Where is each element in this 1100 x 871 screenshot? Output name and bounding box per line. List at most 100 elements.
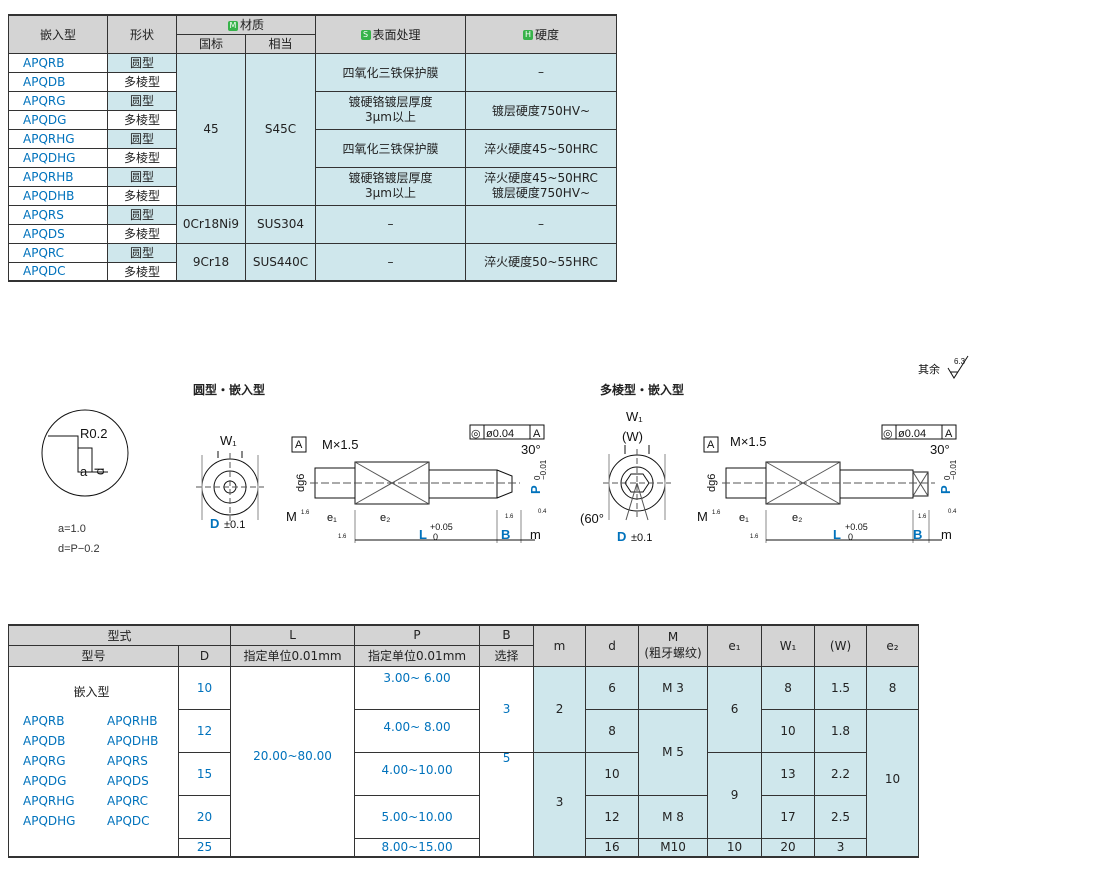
round-p-tol-bot: −0.01 (539, 459, 548, 480)
model-code: APQDHB (8, 185, 108, 206)
poly-dg6: dg6 (706, 474, 718, 492)
poly-m-label: M (697, 509, 708, 524)
d-upper-cell: 20 (177, 794, 232, 839)
header-p: P (354, 624, 481, 646)
model-code: APQDS (107, 773, 149, 788)
round-w1-label: W₁ (220, 433, 237, 448)
model-code: APQDHG (23, 813, 76, 828)
header-l-sub: 指定单位0.01mm (230, 644, 356, 667)
model-code: APQDHG (8, 147, 108, 168)
model-code: APQDC (8, 261, 108, 282)
poly-l-tol-bot: 0 (848, 532, 853, 542)
detail-a-label: a (80, 464, 88, 479)
surface-cell: 四氧化三铁保护膜 (315, 52, 467, 92)
w-cell: 2.2 (814, 751, 868, 796)
hardness-cell: – (465, 52, 618, 92)
m-thread-cell: M10 (638, 837, 709, 858)
model-code: APQRB (23, 713, 65, 728)
m-cell: 2 (533, 665, 587, 753)
poly-d-label: D (617, 529, 626, 544)
poly-ra-c: 0.4 (948, 509, 957, 515)
round-end-view (196, 451, 264, 521)
w-cell: 1.5 (814, 665, 868, 710)
shape-cell: 圆型 (107, 242, 177, 263)
header-d-upper: D (177, 644, 232, 667)
material-std-cell: 45 (176, 52, 246, 206)
round-l-tol-bot: 0 (433, 532, 438, 542)
w1-cell: 20 (761, 837, 816, 858)
round-ra-b: 1.6 (505, 514, 514, 520)
surface-cell: 四氧化三铁保护膜 (315, 128, 467, 168)
header-e1: e₁ (707, 624, 763, 667)
header-model-no: 型号 (8, 644, 179, 667)
e2-cell: 10 (866, 708, 920, 858)
header-model: 嵌入型 (8, 14, 108, 54)
w-cell: 2.5 (814, 794, 868, 839)
poly-p-tol-top: 0 (943, 475, 952, 480)
d-lower-cell: 8 (585, 708, 640, 753)
poly-p-tol-bot: −0.01 (949, 459, 958, 480)
model-code: APQRC (107, 793, 149, 808)
d-upper-cell: 25 (177, 837, 232, 858)
surface-cell: – (315, 204, 467, 244)
l-range-cell: 20.00~80.00 (230, 665, 356, 858)
round-tol-ref: A (533, 428, 541, 440)
p-range-cell: 5.00~10.00 (354, 794, 481, 839)
d-upper-cell: 15 (177, 751, 232, 796)
hardness-cell: – (465, 204, 618, 244)
model-code: APQRHB (8, 166, 108, 187)
round-ra-c: 0.4 (538, 509, 547, 515)
poly-tol-circ-icon: ◎ (883, 428, 893, 440)
model-code: APQRS (107, 753, 148, 768)
p-range-cell: 4.00~10.00 (354, 751, 481, 796)
poly-d-tol: ±0.1 (631, 532, 652, 544)
round-angle: 30° (521, 442, 541, 457)
header-m-thread: M(粗牙螺纹) (638, 624, 709, 667)
header-p-sub: 指定单位0.01mm (354, 644, 481, 667)
round-d-tol: ±0.1 (224, 519, 245, 531)
poly-p-label: P (938, 485, 953, 494)
shape-cell: 多棱型 (107, 147, 177, 168)
material-std-cell: 0Cr18Ni9 (176, 204, 246, 244)
w1-cell: 17 (761, 794, 816, 839)
detail-note-d: d=P−0.2 (58, 543, 100, 555)
poly-ra-d: 1.6 (750, 534, 759, 540)
poly-datum: A (707, 439, 715, 451)
w1-cell: 10 (761, 708, 816, 753)
e2-cell: 8 (866, 665, 920, 710)
m-thread-cell: M 3 (638, 665, 709, 710)
model-code: APQRC (8, 242, 108, 263)
roughness-symbol-icon (947, 355, 969, 379)
material-badge-icon: M (228, 20, 238, 31)
round-d-label: D (210, 516, 219, 531)
round-ra-d: 1.6 (338, 534, 347, 540)
w-cell: 3 (814, 837, 868, 858)
d-lower-cell: 6 (585, 665, 640, 710)
round-p-label: P (528, 485, 543, 494)
d-lower-cell: 12 (585, 794, 640, 839)
round-dg6: dg6 (295, 474, 307, 492)
technical-drawings: 其余 6.3 R0.2 a d a=1.0 d=P−0.2 W₁ D ±0.1 … (41, 355, 969, 555)
header-b: B (479, 624, 535, 646)
round-tol-val: ø0.04 (486, 428, 514, 440)
roughness-note: 其余 (918, 362, 940, 376)
poly-e1: e₁ (739, 512, 749, 524)
b-cell: 45 (479, 751, 535, 858)
header-type-group: 型式 (7, 624, 232, 646)
roughness-value: 6.3 (954, 357, 966, 366)
header-w1: W₁ (761, 624, 816, 667)
model-code: APQRHG (23, 793, 75, 808)
round-drawing-title: 圆型・嵌入型 (193, 383, 266, 397)
model-code: APQDG (23, 773, 67, 788)
poly-b-label: B (913, 527, 922, 542)
round-datum: A (295, 439, 303, 451)
round-l-tol-top: +0.05 (430, 522, 453, 532)
header-w: (W) (814, 624, 868, 667)
hardness-cell: 淬火硬度50~55HRC (465, 242, 618, 282)
detail-d-label: d (92, 468, 107, 475)
e1-cell: 10 (707, 837, 763, 858)
header-m: m (533, 624, 587, 667)
shape-cell: 多棱型 (107, 185, 177, 206)
